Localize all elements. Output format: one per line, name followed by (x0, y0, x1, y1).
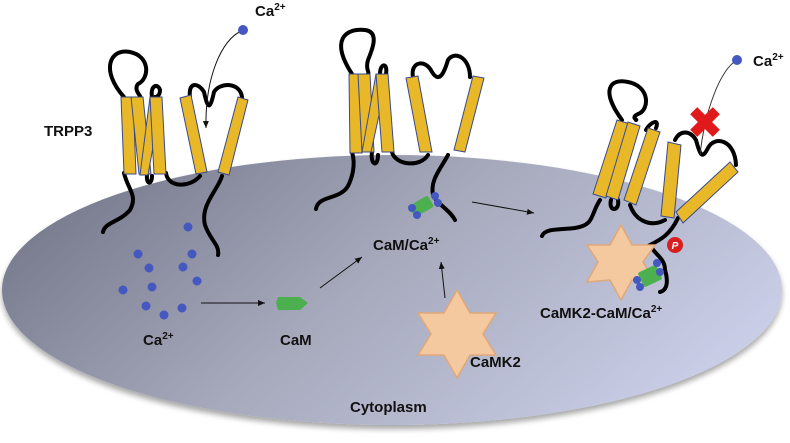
label-ca-top-left: Ca2+ (255, 2, 286, 20)
phospho-badge-icon: P (667, 237, 683, 253)
label-camk2: CaMK2 (470, 354, 521, 371)
trpp3-helices-right (592, 119, 739, 224)
cam-calcium-complex (408, 192, 442, 219)
cam-calcium-complex-bound (633, 259, 664, 291)
svg-text:P: P (672, 241, 679, 252)
label-ca-top-right: Ca2+ (753, 52, 784, 70)
calcium-ion-blocked (732, 55, 742, 65)
x-mark-icon (690, 107, 720, 137)
ca-entry-arrow (202, 29, 244, 129)
trpp3-helices-left (120, 94, 249, 176)
arrow-to-complex (471, 201, 535, 215)
label-cam: CaM (280, 332, 312, 349)
calcium-pool (118, 222, 202, 320)
calcium-ion (238, 25, 248, 35)
cam-protein (276, 297, 308, 310)
arrow-camk2-to-camca (438, 261, 446, 299)
camk2-star (416, 288, 498, 380)
label-trpp3: TRPP3 (44, 123, 92, 140)
label-cytoplasm: Cytoplasm (350, 399, 427, 416)
ca-blocked-path (699, 59, 738, 156)
label-complex: CaMK2-CaM/Ca2+ (540, 304, 662, 322)
trpp3-channel-blocked (540, 79, 738, 294)
arrow-cam-to-camca (319, 256, 363, 289)
label-ca-pool: Ca2+ (143, 331, 174, 349)
trpp3-channel-open (101, 49, 244, 257)
trpp3-helices-middle (348, 73, 485, 154)
label-cam-ca: CaM/Ca2+ (373, 236, 440, 254)
camk2-star-bound (585, 223, 657, 302)
